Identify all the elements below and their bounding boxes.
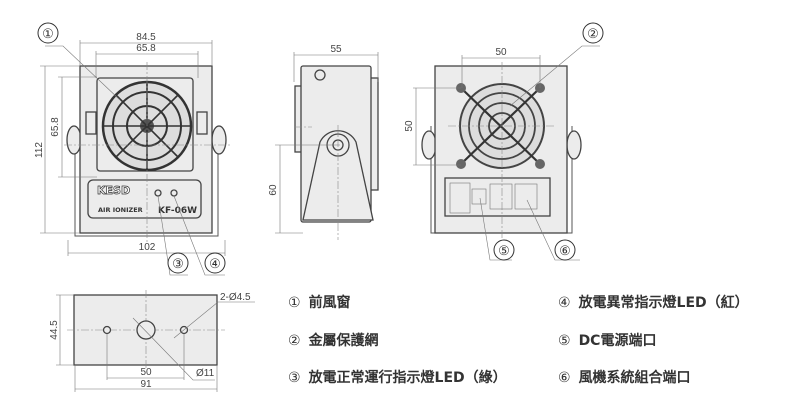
dim-50-bottom: 50 bbox=[140, 367, 152, 378]
callout-2: ② bbox=[587, 26, 599, 41]
green-led bbox=[154, 189, 162, 197]
callout-5: ⑤ bbox=[498, 243, 510, 258]
front-view: KESD AIR IONIZER KF-06W 84.5 65.8 112 65… bbox=[34, 22, 230, 276]
dim-112: 112 bbox=[34, 142, 45, 158]
bracket bbox=[74, 126, 219, 237]
center-hole bbox=[136, 320, 156, 340]
label-panel bbox=[87, 179, 202, 219]
stand bbox=[302, 130, 374, 221]
back-view: 50 50 ② ⑤ ⑥ bbox=[404, 22, 604, 261]
knob-left bbox=[66, 125, 82, 155]
side-view: 55 60 bbox=[268, 44, 379, 240]
dim-44-5: 44.5 bbox=[49, 320, 60, 340]
brand-logo: KESD bbox=[97, 184, 130, 197]
mount-hole bbox=[102, 325, 112, 335]
dim-65-8-h: 65.8 bbox=[136, 43, 156, 54]
product-label: AIR IONIZER bbox=[98, 206, 143, 214]
bottom-view: 44.5 50 91 2-Ø4.5 Ø11 bbox=[49, 290, 255, 392]
knob-right bbox=[211, 125, 227, 155]
dim-center-hole: Ø11 bbox=[196, 368, 215, 379]
dc-port bbox=[471, 188, 487, 205]
dim-50-h: 50 bbox=[495, 47, 507, 58]
callout-3: ③ bbox=[172, 256, 184, 271]
fan-port bbox=[514, 183, 538, 210]
dim-84-5: 84.5 bbox=[136, 32, 156, 43]
model-label: KF-06W bbox=[158, 206, 197, 216]
dim-65-8-v: 65.8 bbox=[50, 117, 61, 137]
dim-50-v: 50 bbox=[404, 120, 415, 132]
port-panel bbox=[444, 177, 551, 217]
dim-55: 55 bbox=[330, 44, 342, 55]
callout-4: ④ bbox=[209, 256, 221, 271]
red-led bbox=[170, 189, 178, 197]
dim-60: 60 bbox=[268, 184, 279, 196]
dim-holes: 2-Ø4.5 bbox=[220, 292, 251, 303]
callout-1: ① bbox=[42, 26, 54, 41]
dim-91: 91 bbox=[140, 379, 152, 390]
dim-102: 102 bbox=[139, 242, 156, 253]
callout-6: ⑥ bbox=[559, 243, 571, 258]
